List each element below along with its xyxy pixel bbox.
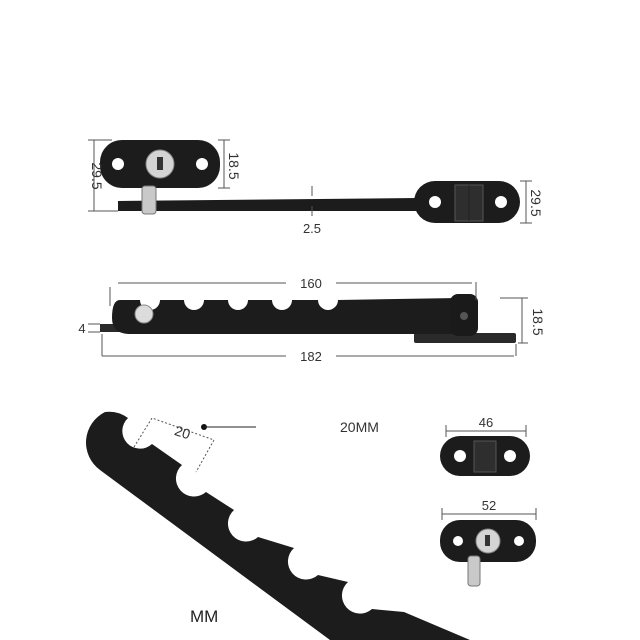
unit-label-mm: MM xyxy=(190,607,218,626)
dim-slot-pitch-label: 20 xyxy=(173,422,193,442)
detail-view-keyhole xyxy=(485,535,490,546)
dim-base-thickness-label: 4 xyxy=(78,321,85,336)
unit-label-20mm: 20MM xyxy=(340,419,379,435)
detail-view-bracket-hinge xyxy=(473,440,497,473)
detail-view-slotted-bar xyxy=(86,411,471,640)
top-view-bar xyxy=(118,198,418,211)
top-view-bracket-hole-left xyxy=(429,196,441,208)
detail-view: 20 20MM MM 46 52 xyxy=(86,411,537,640)
top-view-bracket-hole-right xyxy=(495,196,507,208)
detail-view-bracket-hole-right xyxy=(504,450,516,462)
dim-height-right-label: 29.5 xyxy=(528,189,544,216)
side-view-hinge-rivet xyxy=(460,312,468,320)
dim-lock-height-label: 18.5 xyxy=(226,152,242,179)
detail-view-lock-hole-left xyxy=(453,536,463,546)
dim-thickness-label: 2.5 xyxy=(303,221,321,236)
dim-bracket-height-label: 18.5 xyxy=(530,308,546,335)
top-view: 29.5 18.5 2.5 29.5 xyxy=(88,139,544,236)
detail-view-lock-hole-right xyxy=(514,536,524,546)
dim-total-length-label: 182 xyxy=(300,349,322,364)
side-view-silver-pin xyxy=(134,304,154,324)
side-view-base-plate-right xyxy=(414,333,516,343)
side-view: 160 182 4 18.5 xyxy=(78,276,546,364)
detail-view-silver-pin xyxy=(467,555,481,587)
dim-bracket-width-label: 46 xyxy=(479,415,493,430)
top-view-keyhole xyxy=(157,157,163,170)
detail-view-bracket-hole-left xyxy=(454,450,466,462)
side-view-slotted-bar xyxy=(112,298,470,334)
top-view-silver-pin xyxy=(141,185,157,215)
dim-slot-length-label: 160 xyxy=(300,276,322,291)
top-view-screw-hole-left xyxy=(112,158,124,170)
dim-height-left-label: 29.5 xyxy=(89,162,105,189)
top-view-screw-hole-right xyxy=(196,158,208,170)
dim-lock-width-label: 52 xyxy=(482,498,496,513)
detail-view-pitch-leader xyxy=(133,417,215,473)
